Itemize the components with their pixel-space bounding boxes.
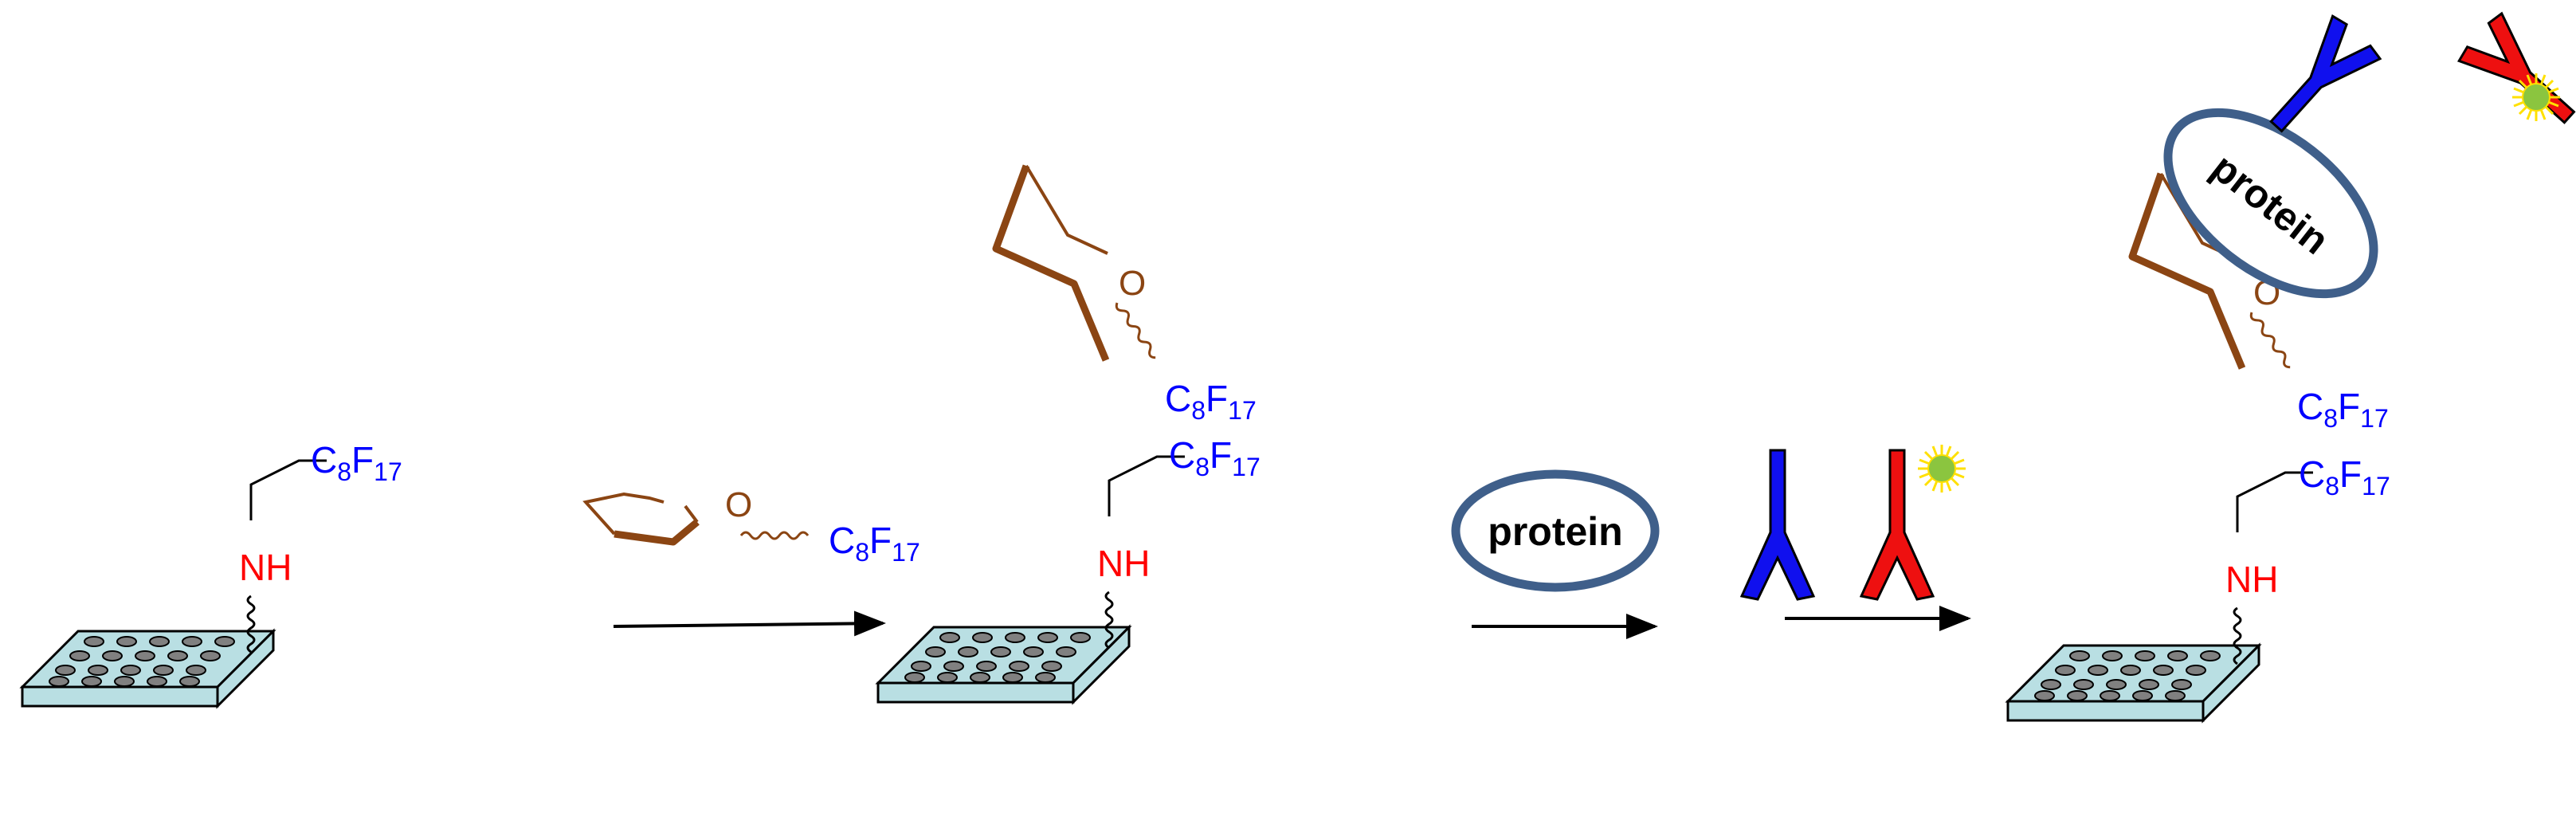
fluorophore-icon [2511, 72, 2562, 123]
panel-detection: NH C8F17 C8F17 O protein [2006, 11, 2576, 722]
reagent-protein: protein [1451, 469, 1660, 592]
amine-label: NH [239, 547, 292, 588]
amine-label: NH [1097, 543, 1150, 584]
secondary-antibody [2456, 11, 2576, 124]
panel-amine-plate: NH C8F17 [21, 439, 402, 708]
reagent-fluorous-sugar: O C8F17 [586, 485, 920, 567]
fluorous-tag-label: C8F17 [2297, 386, 2389, 433]
secondary-antibody [1859, 449, 1935, 601]
ring-oxygen-label: O [725, 485, 752, 524]
fluorophore-icon [1916, 443, 1967, 494]
protein-ellipse [1451, 469, 1660, 592]
amine-label: NH [2225, 559, 2278, 600]
bound-protein: protein [2163, 108, 2378, 299]
fluorous-tag-label: C8F17 [2299, 453, 2390, 500]
panel-sugar-immobilized: NH C8F17 C8F17 O [876, 164, 1261, 704]
reagent-antibodies [1739, 443, 1967, 601]
protein-label: protein [1488, 509, 1622, 554]
fluorous-tag-label: C8F17 [311, 439, 402, 486]
fluorous-tag-label: C8F17 [829, 520, 920, 567]
primary-antibody [2269, 14, 2382, 133]
fluorous-tag-label: C8F17 [1169, 434, 1261, 481]
primary-antibody [1739, 449, 1816, 601]
protein-ellipse [2163, 108, 2378, 299]
fluorous-tag-label: C8F17 [1165, 378, 1257, 425]
ring-oxygen-label: O [1119, 264, 1146, 303]
reaction-arrow-1 [613, 610, 886, 637]
